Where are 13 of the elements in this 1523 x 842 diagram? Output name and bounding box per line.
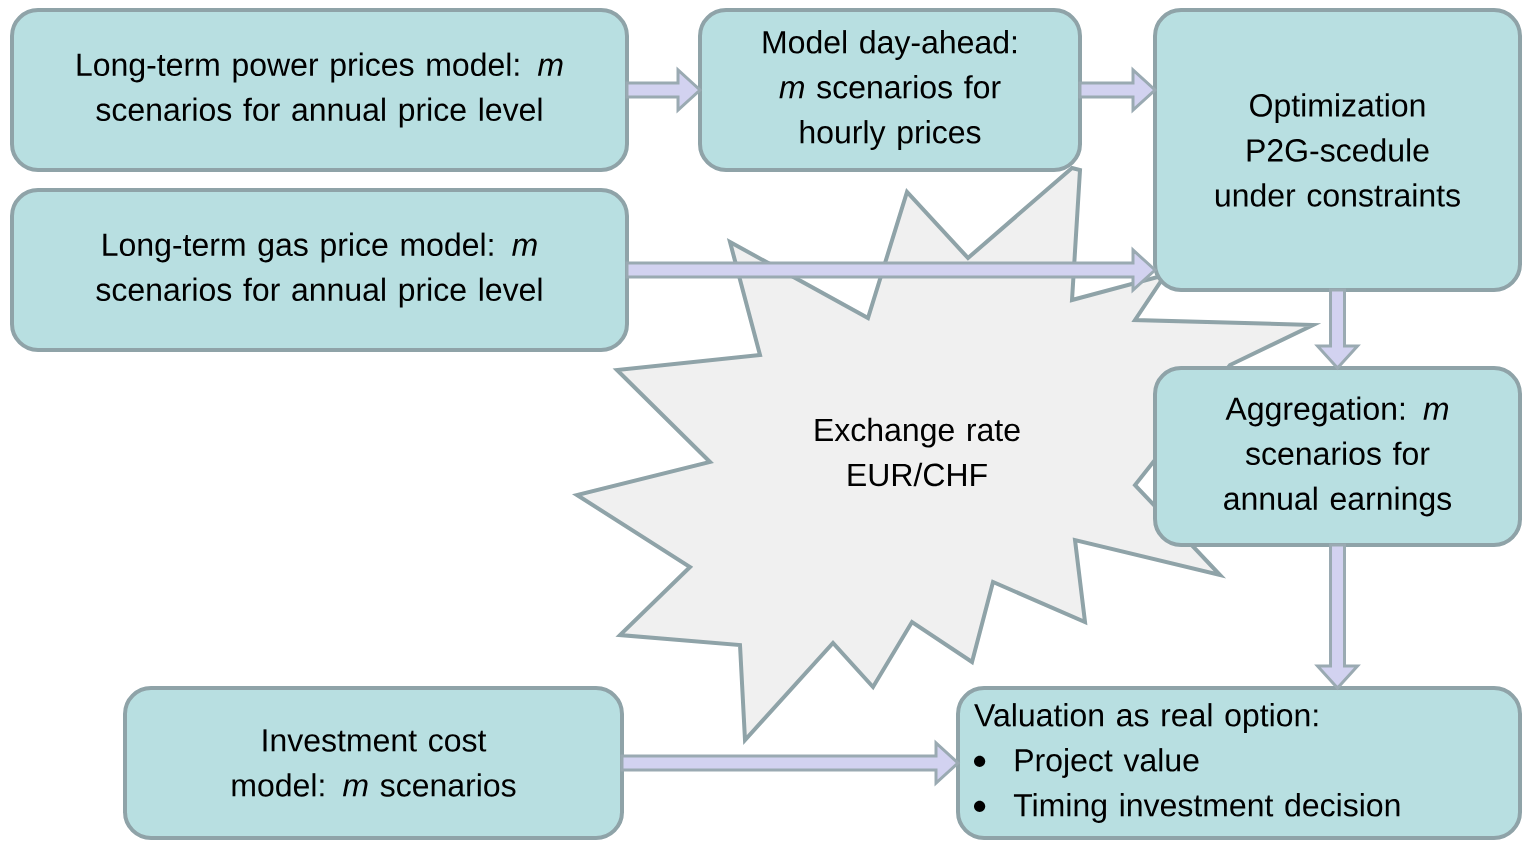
process-box: Model day-ahead: m scenarios for hourly prices [698, 8, 1082, 172]
block-arrow [625, 246, 1158, 294]
process-box: Aggregation: m scenarios for annual earnings [1153, 366, 1522, 547]
process-box: Optimization P2G-scedule under constraints [1153, 8, 1522, 292]
block-arrow [1314, 543, 1361, 691]
block-arrow [620, 739, 961, 787]
block-arrow [625, 66, 703, 114]
block-arrow [1078, 66, 1158, 114]
process-box: Valuation as real option: Project value Timing investment decision [956, 686, 1522, 840]
block-arrow [1314, 288, 1361, 371]
process-box: Investment cost model: m scenarios [123, 686, 624, 840]
process-box: Long-term power prices model: m scenarios for annual price level [10, 8, 629, 172]
process-box: Long-term gas price model: m scenarios for annual price level [10, 188, 629, 352]
